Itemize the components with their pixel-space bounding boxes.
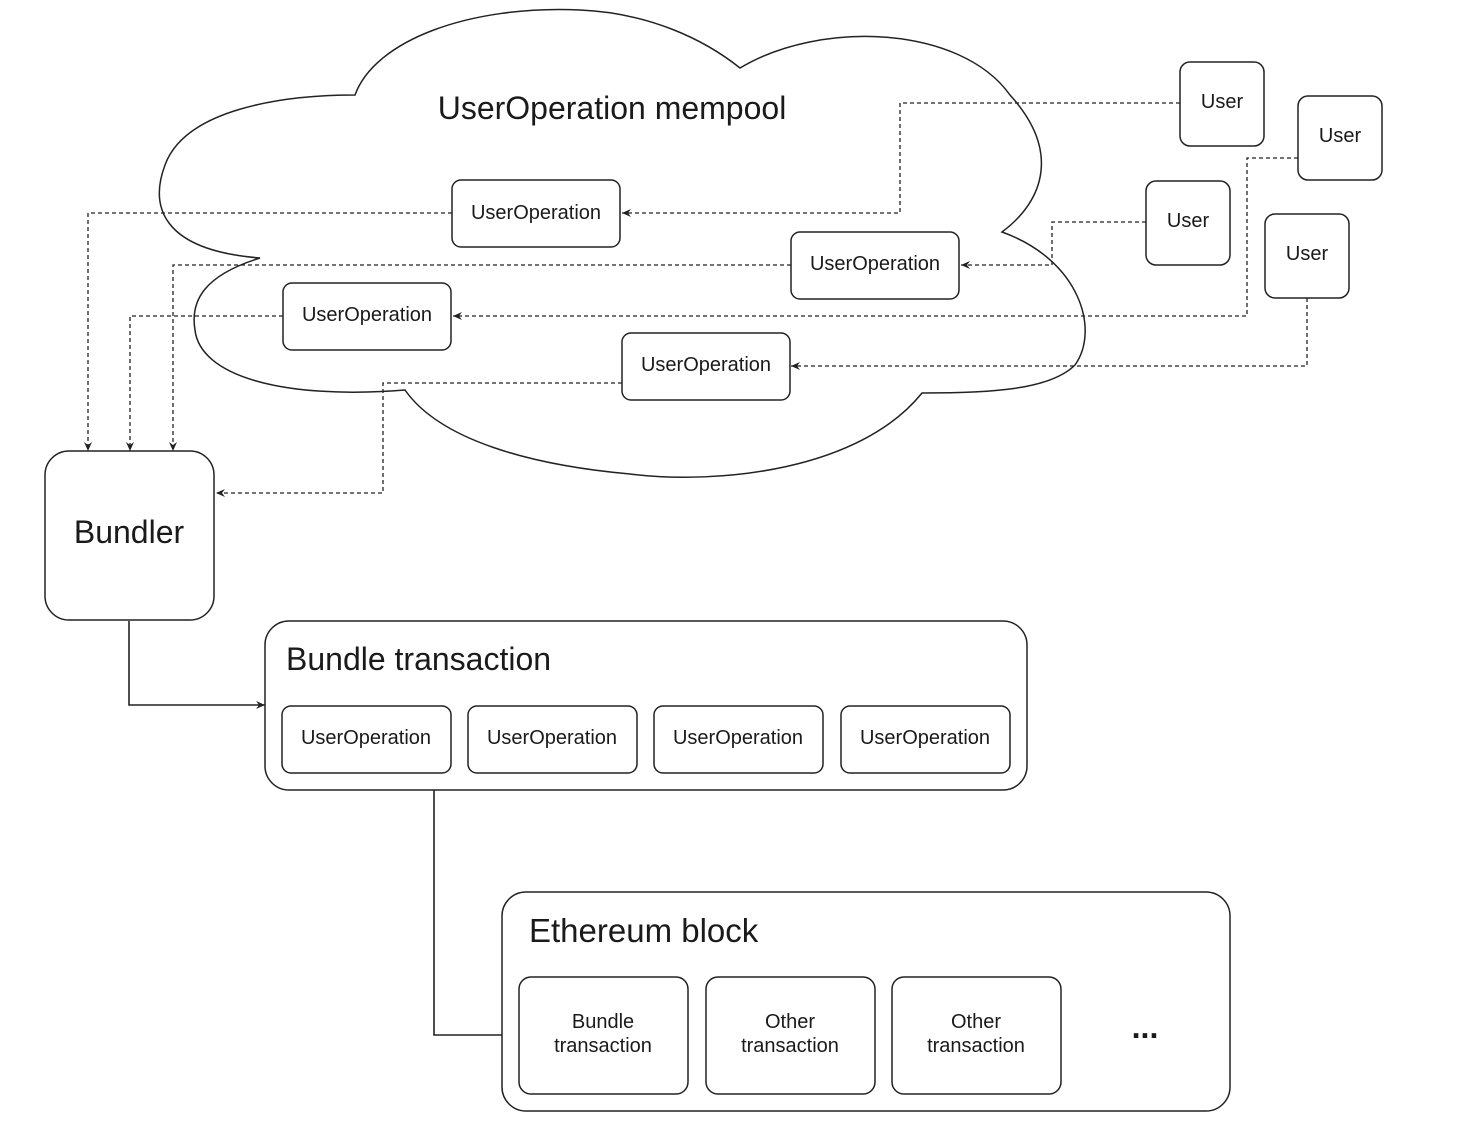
bundle-op-label: UserOperation [301, 727, 431, 749]
ethereum-block-title: Ethereum block [529, 912, 759, 949]
mempool-op-4: UserOperation [621, 332, 791, 401]
user-box-1: User [1179, 61, 1265, 147]
mempool-cloud [158, 8, 1086, 478]
user-label: User [1167, 210, 1210, 232]
edge-op4-to-bundler [216, 382, 622, 497]
block-item-other-transaction-2: Other transaction [891, 976, 1062, 1095]
mempool-op-label: UserOperation [641, 354, 771, 376]
block-item-line1: Other [951, 1011, 1001, 1033]
block-ellipsis: ... [1132, 1009, 1159, 1045]
edge-op2-to-bundler [169, 264, 791, 451]
bundler-label: Bundler [74, 514, 185, 550]
user-label: User [1286, 243, 1329, 265]
user-box-2: User [1145, 180, 1231, 266]
mempool-op-label: UserOperation [471, 202, 601, 224]
bundle-op-2: UserOperation [467, 705, 638, 774]
edge-user1-to-op1 [622, 102, 1180, 217]
block-item-line2: transaction [741, 1035, 839, 1057]
block-item-line1: Bundle [572, 1011, 634, 1033]
block-item-bundle-transaction: Bundle transaction [518, 976, 689, 1095]
user-box-4: User [1264, 213, 1350, 299]
edge-op3-to-bundler [126, 315, 283, 451]
block-item-line1: Other [765, 1011, 815, 1033]
bundle-op-label: UserOperation [860, 727, 990, 749]
user-label: User [1319, 125, 1362, 147]
bundle-op-3: UserOperation [653, 705, 824, 774]
edge-op1-to-bundler [84, 212, 452, 451]
mempool-title: UserOperation mempool [438, 90, 787, 126]
bundle-op-1: UserOperation [281, 705, 452, 774]
edge-bundle-transaction-to-block [433, 790, 519, 1039]
user-box-3: User [1297, 95, 1383, 181]
bundle-transaction-title: Bundle transaction [286, 641, 551, 677]
bundle-op-label: UserOperation [487, 727, 617, 749]
mempool-op-3: UserOperation [282, 282, 452, 351]
bundle-op-4: UserOperation [840, 705, 1011, 774]
mempool-op-label: UserOperation [302, 304, 432, 326]
mempool-op-label: UserOperation [810, 253, 940, 275]
edge-user4-to-op4 [791, 298, 1308, 370]
edge-user3-to-op3 [453, 157, 1298, 320]
block-item-line2: transaction [927, 1035, 1025, 1057]
mempool-op-1: UserOperation [451, 179, 621, 248]
block-item-other-transaction-1: Other transaction [705, 976, 876, 1095]
user-label: User [1201, 91, 1244, 113]
block-item-line2: transaction [554, 1035, 652, 1057]
mempool-op-2: UserOperation [790, 231, 960, 300]
edge-bundler-to-bundle-transaction [128, 621, 265, 709]
edge-user2-to-op2 [961, 221, 1146, 269]
bundle-op-label: UserOperation [673, 727, 803, 749]
bundler-node: Bundler [44, 450, 215, 621]
bundle-transaction-container: Bundle transaction [264, 620, 1028, 791]
